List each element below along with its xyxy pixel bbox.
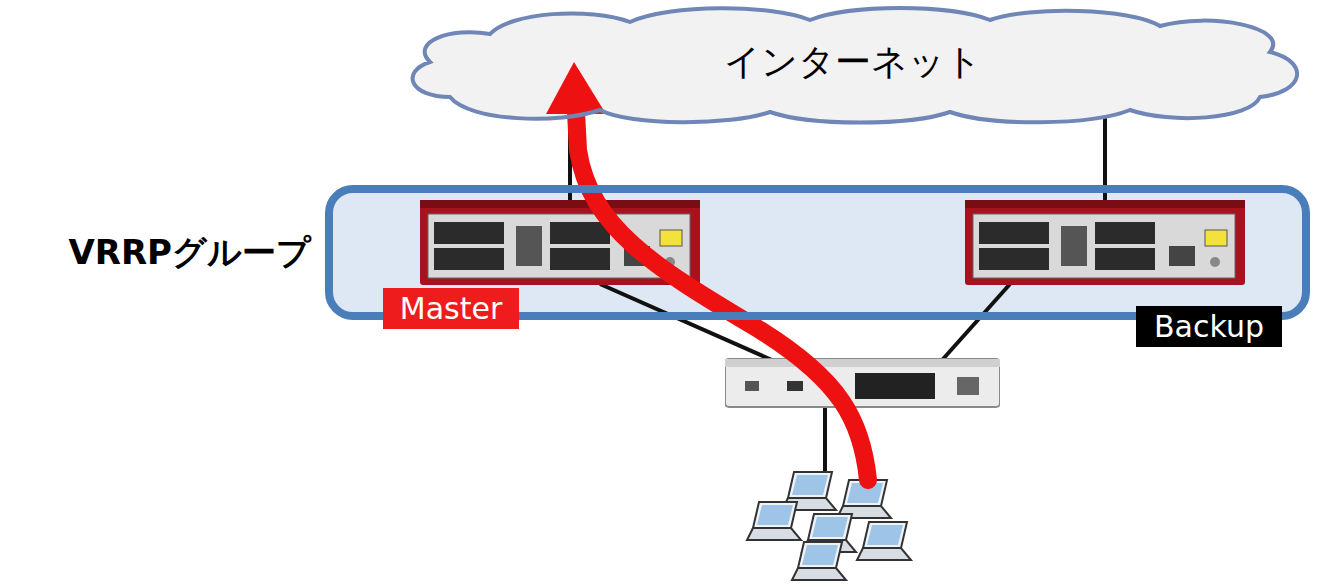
role-label: Backup xyxy=(1154,309,1264,344)
vrrp-group-band: VRRPグループMasterBackup xyxy=(325,185,1310,320)
backup-tag: Backup xyxy=(1136,306,1282,347)
master-tag: Master xyxy=(383,288,519,329)
internet-cloud: インターネット xyxy=(390,2,1315,127)
cloud-label: インターネット xyxy=(724,38,982,87)
role-label: Master xyxy=(400,291,502,326)
group-heading: VRRPグループ xyxy=(68,230,311,276)
